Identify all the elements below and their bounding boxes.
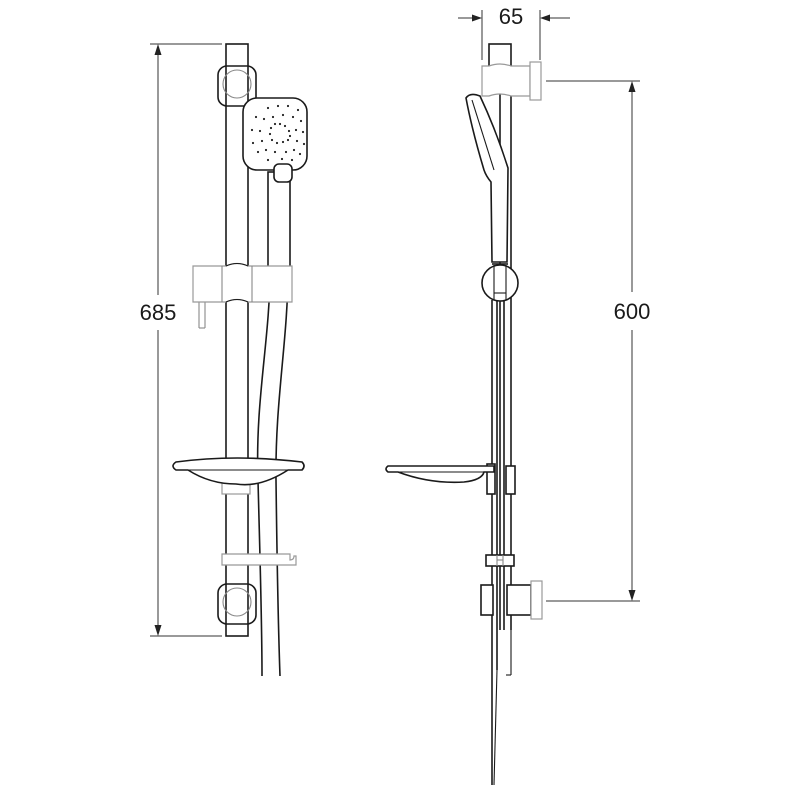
bottom-wall-bracket-side [480, 580, 543, 620]
dimension-685: 685 [140, 43, 222, 637]
soap-dish [172, 457, 305, 495]
top-wall-bracket [217, 65, 257, 107]
hose-guide [221, 553, 297, 566]
dimension-label-65: 65 [499, 4, 523, 29]
top-wall-bracket-side [481, 61, 542, 101]
ball-joint [481, 263, 519, 302]
side-view: 65 600 [385, 4, 651, 786]
hose-side [491, 300, 498, 786]
dimension-65: 65 [458, 4, 570, 60]
dimension-label-600: 600 [614, 299, 651, 324]
hose-guide-side [485, 554, 515, 567]
handset-profile [465, 93, 509, 263]
bottom-wall-bracket [217, 583, 257, 625]
front-view: 685 [140, 43, 308, 677]
handset-handle [267, 171, 291, 273]
slider-holder [192, 262, 293, 329]
soap-dish-side [385, 463, 516, 495]
spray-nozzles [250, 104, 306, 162]
handset-head [242, 97, 308, 183]
dimension-600: 600 [546, 80, 651, 602]
dimension-label-685: 685 [140, 300, 177, 325]
